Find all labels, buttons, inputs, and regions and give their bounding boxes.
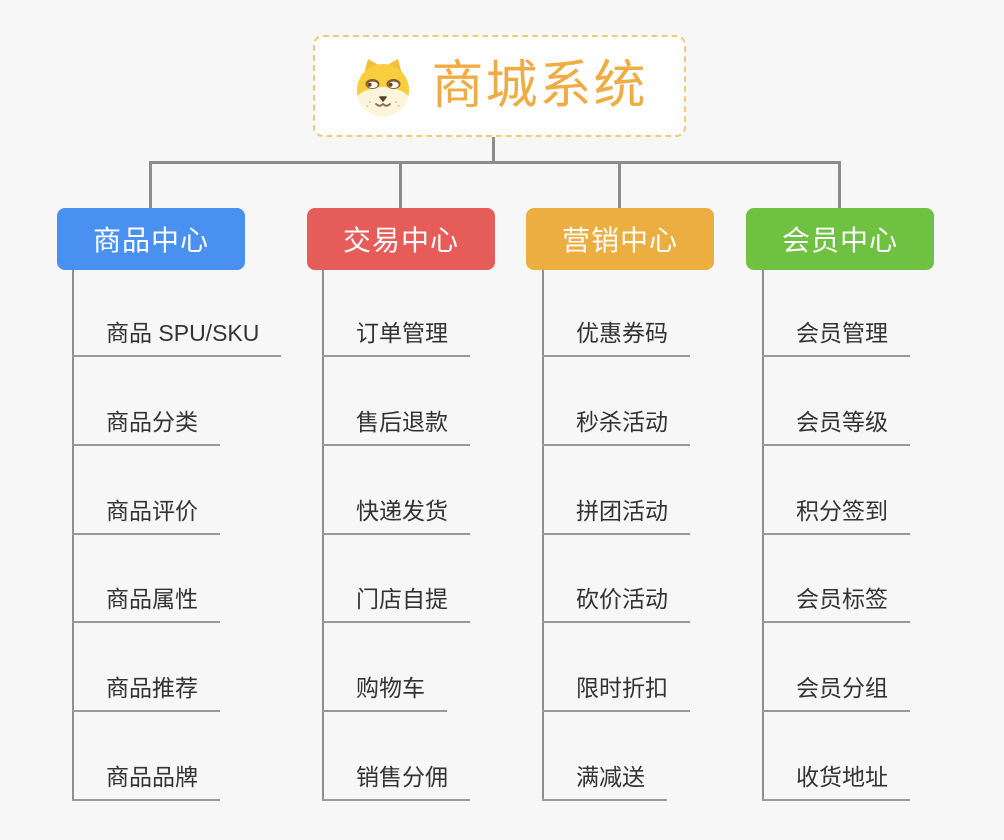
leaf-item[interactable]: 销售分佣 [322, 759, 470, 801]
dog-icon [357, 59, 410, 116]
drop-line [149, 161, 152, 208]
drop-line [838, 161, 841, 208]
branch-node[interactable]: 营销中心 [526, 208, 714, 270]
leaf-item[interactable]: 商品推荐 [72, 670, 220, 712]
leaf-item[interactable]: 商品品牌 [72, 759, 220, 801]
leaf-item[interactable]: 商品属性 [72, 581, 220, 623]
leaf-item[interactable]: 收货地址 [762, 759, 910, 801]
branch-node[interactable]: 商品中心 [57, 208, 245, 270]
drop-line [399, 161, 402, 208]
leaf-item[interactable]: 砍价活动 [542, 581, 690, 623]
leaf-item[interactable]: 商品评价 [72, 493, 220, 535]
root-title: 商城系统 [431, 57, 648, 115]
leaf-item[interactable]: 购物车 [322, 670, 447, 712]
branch-node[interactable]: 会员中心 [746, 208, 934, 270]
root-stem-line [492, 137, 495, 164]
root-node[interactable]: 商城系统 [313, 35, 686, 137]
leaf-item[interactable]: 商品分类 [72, 404, 220, 446]
drop-line [618, 161, 621, 208]
leaf-item[interactable]: 秒杀活动 [542, 404, 690, 446]
branch-horizontal-line [149, 161, 841, 164]
leaf-item[interactable]: 优惠券码 [542, 315, 690, 357]
leaf-item[interactable]: 拼团活动 [542, 493, 690, 535]
leaf-item[interactable]: 快递发货 [322, 493, 470, 535]
leaf-item[interactable]: 会员等级 [762, 404, 910, 446]
leaf-item[interactable]: 满减送 [542, 759, 667, 801]
leaf-item[interactable]: 限时折扣 [542, 670, 690, 712]
leaf-item[interactable]: 售后退款 [322, 404, 470, 446]
leaf-item[interactable]: 积分签到 [762, 493, 910, 535]
leaf-item[interactable]: 订单管理 [322, 315, 470, 357]
leaf-item[interactable]: 商品 SPU/SKU [72, 315, 282, 357]
leaf-item[interactable]: 会员管理 [762, 315, 910, 357]
leaf-item[interactable]: 会员分组 [762, 670, 910, 712]
leaf-item[interactable]: 会员标签 [762, 581, 910, 623]
leaf-item[interactable]: 门店自提 [322, 581, 470, 623]
branch-node[interactable]: 交易中心 [307, 208, 495, 270]
